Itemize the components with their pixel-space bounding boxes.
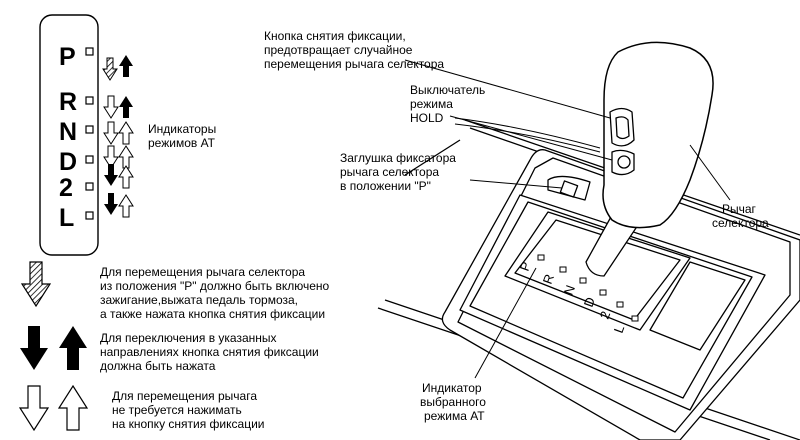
- p-lock-plug-label: Заглушка фиксатора: [340, 151, 456, 165]
- at-mode-indicator-label: выбранного: [420, 395, 486, 409]
- legend-hatched-text: а также нажата кнопка снятия фиксации: [100, 307, 325, 321]
- white-down-arrow-icon: [19, 385, 49, 431]
- arrow-white-up-icon: [118, 145, 134, 169]
- shift-position-labels: P R N D 2 L: [59, 43, 77, 232]
- plug-leader: [469, 179, 563, 189]
- arrow-black-down-icon: [104, 164, 118, 186]
- arrow-white-up-icon: [118, 121, 134, 145]
- release-button-label: перемещения рычага селектора: [264, 57, 444, 71]
- legend: Для перемещения рычага селектора из поло…: [19, 261, 330, 431]
- legend-white-text: Для перемещения рычага: [112, 389, 257, 403]
- legend-black-text: должна быть нажата: [100, 359, 216, 373]
- position-p: P: [59, 43, 76, 71]
- shift-pattern-panel: P R N D 2 L: [39, 14, 216, 256]
- indicators-label: Индикаторы: [148, 122, 216, 136]
- callouts: Кнопка снятия фиксации, предотвращает сл…: [264, 29, 769, 423]
- p-lock-plug-label: рычага селектора: [340, 165, 439, 179]
- indicator-leader: [474, 267, 537, 379]
- hatched-arrow-icon: [21, 261, 51, 307]
- position-n: N: [59, 118, 77, 146]
- arrow-black-down-icon: [104, 193, 118, 215]
- legend-hatched-text: из положения "P" должно быть включено: [100, 279, 330, 293]
- arrow-white-up-icon: [118, 194, 134, 218]
- selector-lever-label: селектора: [712, 216, 769, 230]
- position-lamps: [85, 47, 94, 220]
- legend-white-text: на кнопку снятия фиксации: [112, 417, 264, 431]
- black-up-arrow-icon: [59, 326, 87, 370]
- hold-switch-label: Выключатель: [410, 83, 485, 97]
- release-button-label: предотвращает случайное: [264, 43, 413, 57]
- gate-letter-l: L: [611, 323, 628, 335]
- lever-leader: [689, 144, 731, 201]
- hold-switch-label: режима: [410, 97, 453, 111]
- legend-white-text: не требуется нажимать: [112, 403, 242, 417]
- arrow-white-down-icon: [103, 95, 119, 119]
- position-2: 2: [59, 174, 73, 202]
- gate-letter-2: 2: [597, 309, 614, 321]
- at-mode-indicator-label: Индикатор: [422, 381, 482, 395]
- arrow-white-down-icon: [103, 121, 119, 145]
- arrow-white-up-icon: [118, 165, 134, 189]
- legend-black-text: Для переключения в указанных: [100, 331, 277, 345]
- p-lock-plug-label: в положении "P": [340, 179, 431, 193]
- white-up-arrow-icon: [58, 385, 88, 431]
- arrow-hatched-down-icon: [102, 57, 118, 81]
- release-button-leader: [404, 59, 611, 119]
- release-button-label: Кнопка снятия фиксации,: [264, 29, 406, 43]
- hold-leader: [449, 115, 613, 161]
- at-mode-indicator-label: режима АТ: [424, 409, 485, 423]
- shift-arrows: [102, 55, 134, 218]
- legend-hatched-text: Для перемещения рычага селектора: [100, 265, 305, 279]
- position-r: R: [59, 88, 77, 116]
- legend-black-text: направлениях кнопка снятия фиксации: [100, 345, 319, 359]
- indicators-label: режимов АТ: [148, 136, 216, 150]
- position-d: D: [59, 148, 77, 176]
- arrow-black-up-icon: [119, 96, 133, 118]
- selector-lever-label: Рычаг: [722, 202, 757, 216]
- arrow-black-up-icon: [119, 55, 133, 77]
- selector-console-drawing: [377, 41, 800, 440]
- legend-hatched-text: зажигание,выжата педаль тормоза,: [100, 293, 298, 307]
- position-l: L: [59, 204, 74, 232]
- black-down-arrow-icon: [20, 326, 48, 370]
- hold-switch-label: HOLD: [410, 111, 444, 125]
